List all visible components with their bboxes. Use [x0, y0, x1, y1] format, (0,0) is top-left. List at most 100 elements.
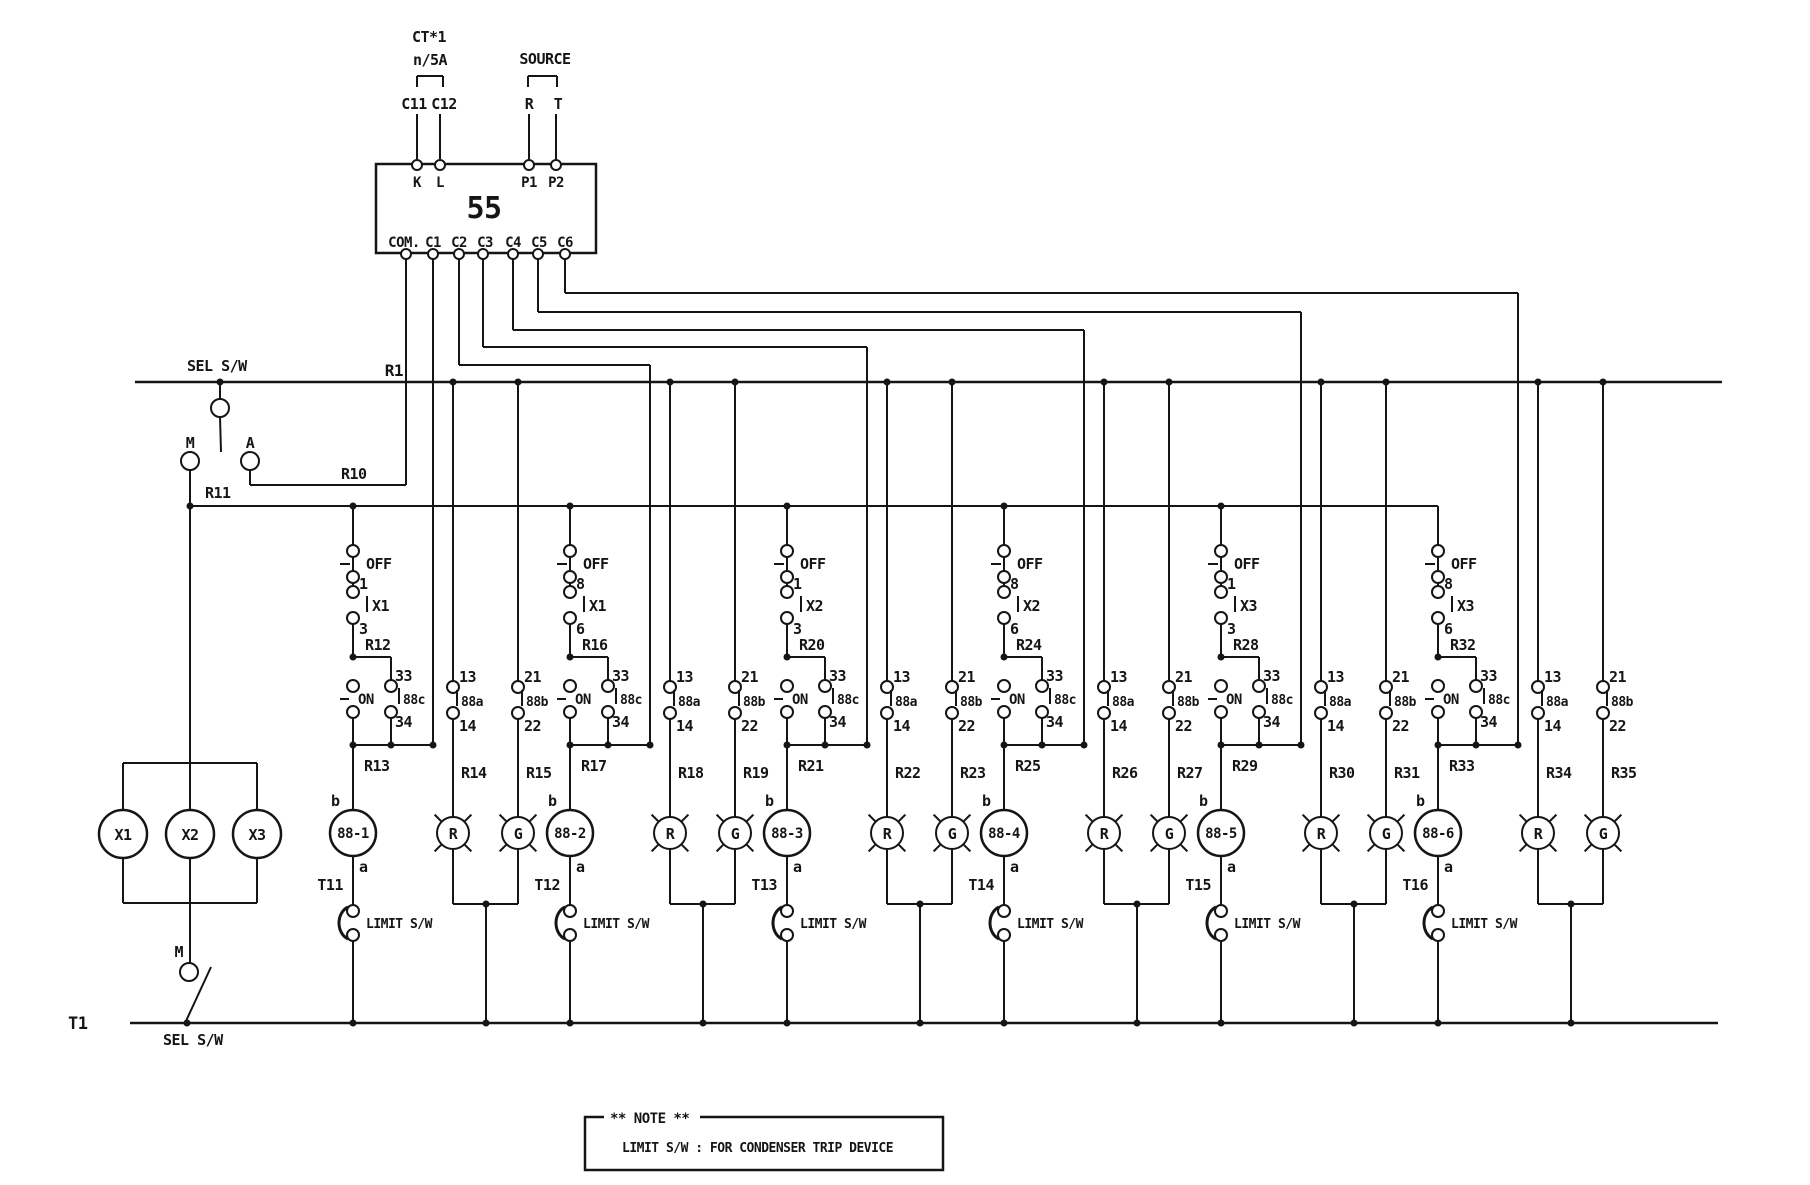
- wire-label-lamp-g-g6: R35: [1611, 764, 1637, 782]
- limit-switch-label-g1: LIMIT S/W: [366, 917, 433, 932]
- source-terminal-t-label: T: [554, 95, 563, 113]
- contact-pin-top-lamp-r-g1: 13: [459, 668, 477, 686]
- limit-switch-blade-g4: [988, 905, 1000, 941]
- limit-switch-blade-g6: [1422, 905, 1434, 941]
- wire-label-g5: R28: [1233, 636, 1259, 654]
- aux-pin-bot-g5: 34: [1263, 713, 1281, 731]
- x-contact-g6: [1431, 611, 1445, 625]
- aux-88c-contact-g1: [384, 679, 398, 693]
- wire-label-g2: R16: [582, 636, 608, 654]
- limit-switch-label-g5: LIMIT S/W: [1234, 917, 1301, 932]
- contact-lamp-g-g6: [1596, 706, 1610, 720]
- sel-blade: [219, 416, 222, 453]
- aux-88c-contact-g4: [1035, 679, 1049, 693]
- aux-contact-label-g4: 88c: [1054, 693, 1076, 708]
- lamp-ray-lamp-g-g6: [1613, 843, 1623, 853]
- x-contact-pin-bot-g4: 6: [1010, 620, 1019, 638]
- x-contact-g6: [1431, 585, 1445, 599]
- wire-label-lamp-r-g1: R14: [461, 764, 487, 782]
- contact-lamp-r-g5: [1314, 706, 1328, 720]
- limit-switch-g5: [1214, 904, 1228, 918]
- off-button-g3: [780, 544, 794, 558]
- relay-55-label: 55: [466, 191, 501, 226]
- coil-label-g5: 88-5: [1205, 826, 1237, 842]
- limit-switch-g4: [997, 904, 1011, 918]
- limit-switch-blade-g2: [554, 905, 566, 941]
- lamp-ray-lamp-r-g1: [433, 813, 443, 823]
- terminal-circle: [507, 248, 519, 260]
- lamp-ray-lamp-g-g4: [1179, 843, 1189, 853]
- ct-ratio-label: n/5A: [413, 51, 448, 69]
- off-button-g6: [1431, 570, 1445, 584]
- aux-coil-X3: [231, 808, 283, 860]
- terminal-circle: [400, 248, 412, 260]
- junction-dot: [1000, 1019, 1008, 1027]
- contact-pin-bot-lamp-g-g2: 22: [741, 717, 758, 735]
- junction-dot: [429, 741, 437, 749]
- source-terminal-r-label: R: [525, 95, 535, 113]
- wire-label-g1: R12: [365, 636, 391, 654]
- lamp-ray-lamp-g-g2: [715, 813, 725, 823]
- ct-label: CT*1: [412, 28, 447, 46]
- limit-switch-g3: [780, 928, 794, 942]
- contact-name-lamp-g-g5: 88b: [1394, 695, 1417, 710]
- junction-dot: [646, 741, 654, 749]
- x-contact-label-g6: X3: [1457, 597, 1475, 615]
- contact-pin-bot-lamp-g-g1: 22: [524, 717, 541, 735]
- coil-b-label-g1: b: [331, 792, 340, 810]
- x-contact-g2: [563, 611, 577, 625]
- lamp-ray-lamp-g-g4: [1149, 813, 1159, 823]
- lamp-ray-lamp-r-g4: [1084, 813, 1094, 823]
- wire-label-g5: R29: [1232, 757, 1258, 775]
- sel-a-label: A: [246, 434, 255, 452]
- wire-label-g3: R20: [799, 636, 825, 654]
- contact-lamp-r-g3: [880, 706, 894, 720]
- aux-88c-contact-g5: [1252, 679, 1266, 693]
- lamp-ray-lamp-g-g3: [962, 843, 972, 853]
- x-contact-g4: [997, 611, 1011, 625]
- limit-switch-g2: [563, 928, 577, 942]
- limit-switch-blade-g1: [337, 905, 349, 941]
- terminal-label: COM.: [388, 235, 420, 251]
- on-button-g1: [346, 679, 360, 693]
- contact-pin-bot-lamp-r-g5: 14: [1327, 717, 1345, 735]
- aux-contact-label-g5: 88c: [1271, 693, 1293, 708]
- contact-pin-top-lamp-r-g5: 13: [1327, 668, 1345, 686]
- x-contact-label-g1: X1: [372, 597, 390, 615]
- contact-name-lamp-r-g6: 88a: [1546, 695, 1569, 710]
- contact-pin-bot-lamp-r-g6: 14: [1544, 717, 1562, 735]
- x-contact-pin-bot-g3: 3: [793, 620, 802, 638]
- lamp-letter-lamp-r-g6: R: [1534, 825, 1544, 843]
- off-label-g2: OFF: [583, 555, 609, 573]
- wire-label-g2: R17: [581, 757, 607, 775]
- lamp-ray-lamp-g-g6: [1613, 813, 1623, 823]
- source-label: SOURCE: [519, 50, 571, 68]
- lamp-ray-lamp-g-g5: [1366, 813, 1376, 823]
- coil-a-label-g2: a: [576, 858, 585, 876]
- off-button-g5: [1214, 570, 1228, 584]
- off-button-g1: [346, 544, 360, 558]
- wire-label-lamp-r-g3: R22: [895, 764, 921, 782]
- contact-lamp-g-g3: [945, 706, 959, 720]
- x-contact-pin-bot-g1: 3: [359, 620, 368, 638]
- contact-pin-bot-lamp-g-g4: 22: [1175, 717, 1192, 735]
- off-button-g1: [346, 570, 360, 584]
- x-contact-label-g5: X3: [1240, 597, 1258, 615]
- sel-bottom-m-label: M: [174, 943, 183, 961]
- lamp-ray-lamp-r-g4: [1114, 813, 1124, 823]
- terminal-circle: [559, 248, 571, 260]
- wire-label-lamp-r-g5: R30: [1329, 764, 1355, 782]
- limit-switch-blade-g5: [1205, 905, 1217, 941]
- lamp-letter-lamp-g-g3: G: [948, 825, 957, 843]
- contact-lamp-r-g2: [663, 706, 677, 720]
- x-contact-pin-bot-g5: 3: [1227, 620, 1236, 638]
- lamp-letter-lamp-r-g2: R: [666, 825, 676, 843]
- lamp-ray-lamp-r-g5: [1301, 843, 1311, 853]
- lamp-letter-lamp-g-g2: G: [731, 825, 740, 843]
- contact-lamp-g-g5: [1379, 706, 1393, 720]
- aux-pin-bot-g6: 34: [1480, 713, 1498, 731]
- sel-bottom-contact: [179, 962, 199, 982]
- aux-coil-label: X1: [114, 826, 132, 844]
- coil-label-g4: 88-4: [988, 826, 1020, 842]
